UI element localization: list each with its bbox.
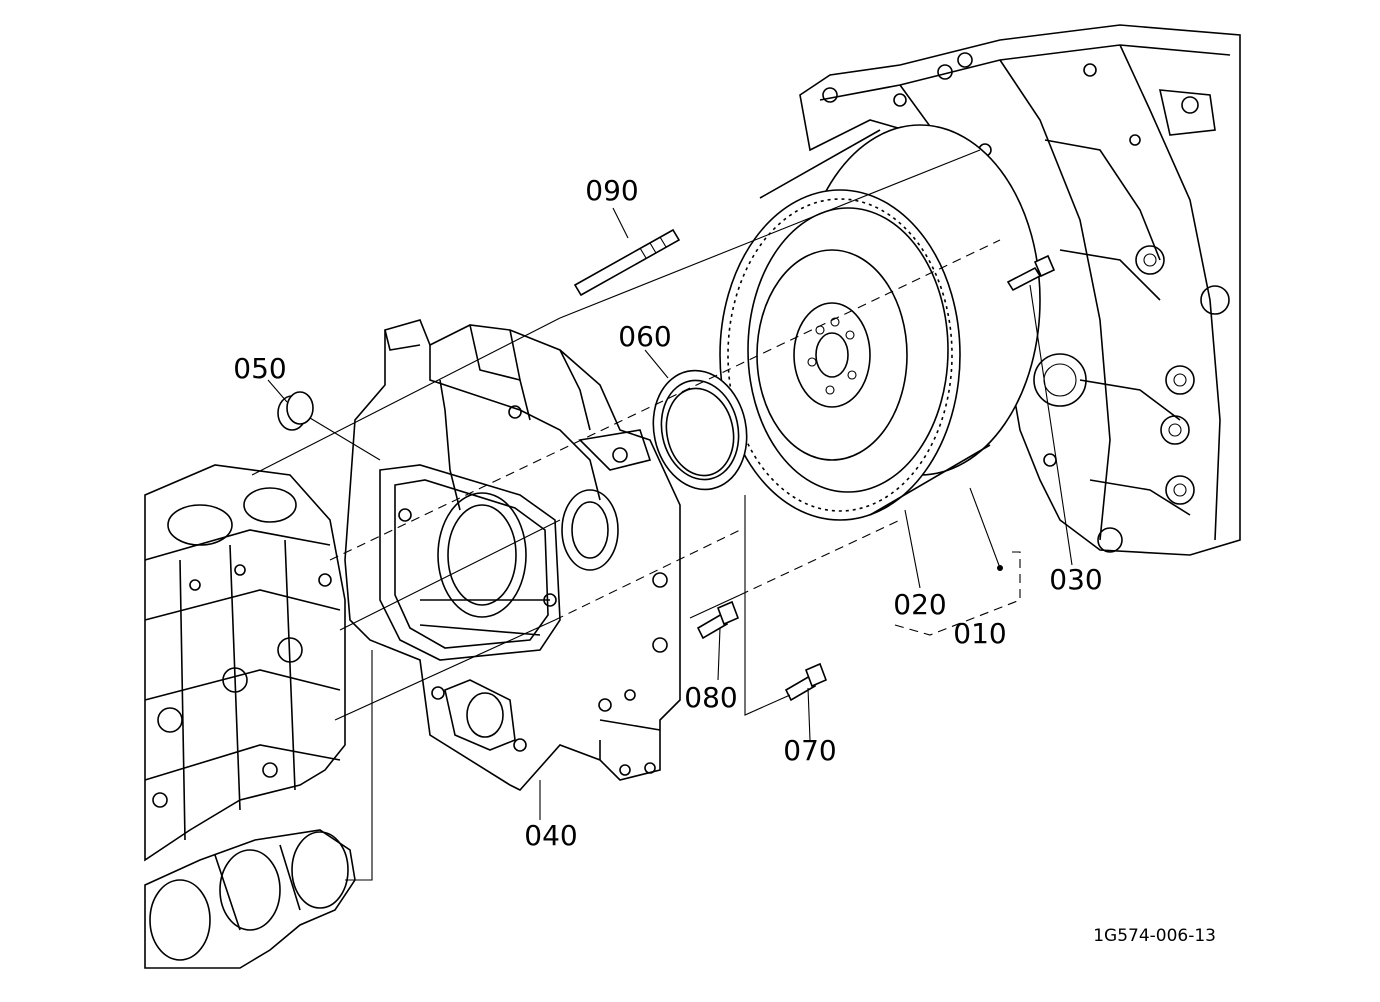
- callout-090: 090: [585, 174, 638, 207]
- stud-bolt-090: [573, 228, 681, 297]
- crankshaft: [144, 829, 356, 969]
- callout-leaders: [267, 207, 1073, 820]
- bolt-080: [696, 600, 740, 640]
- callout-080: 080: [684, 681, 737, 714]
- callout-060: 060: [618, 320, 671, 353]
- callout-040: 040: [524, 819, 577, 852]
- flywheel-housing: [344, 319, 681, 791]
- callout-050: 050: [233, 352, 286, 385]
- figure-id: 1G574-006-13: [1093, 926, 1216, 946]
- callout-070: 070: [783, 734, 836, 767]
- plug-050: [277, 391, 314, 431]
- callout-010: 010: [953, 617, 1006, 650]
- engine-block: [144, 464, 346, 862]
- callout-020: 020: [893, 588, 946, 621]
- bolt-030: [1006, 254, 1056, 292]
- leader-lines: [251, 149, 1001, 881]
- bolt-070: [784, 662, 828, 702]
- callout-030: 030: [1049, 563, 1102, 596]
- flywheel: [719, 124, 1041, 521]
- oil-seal-060: [652, 369, 748, 491]
